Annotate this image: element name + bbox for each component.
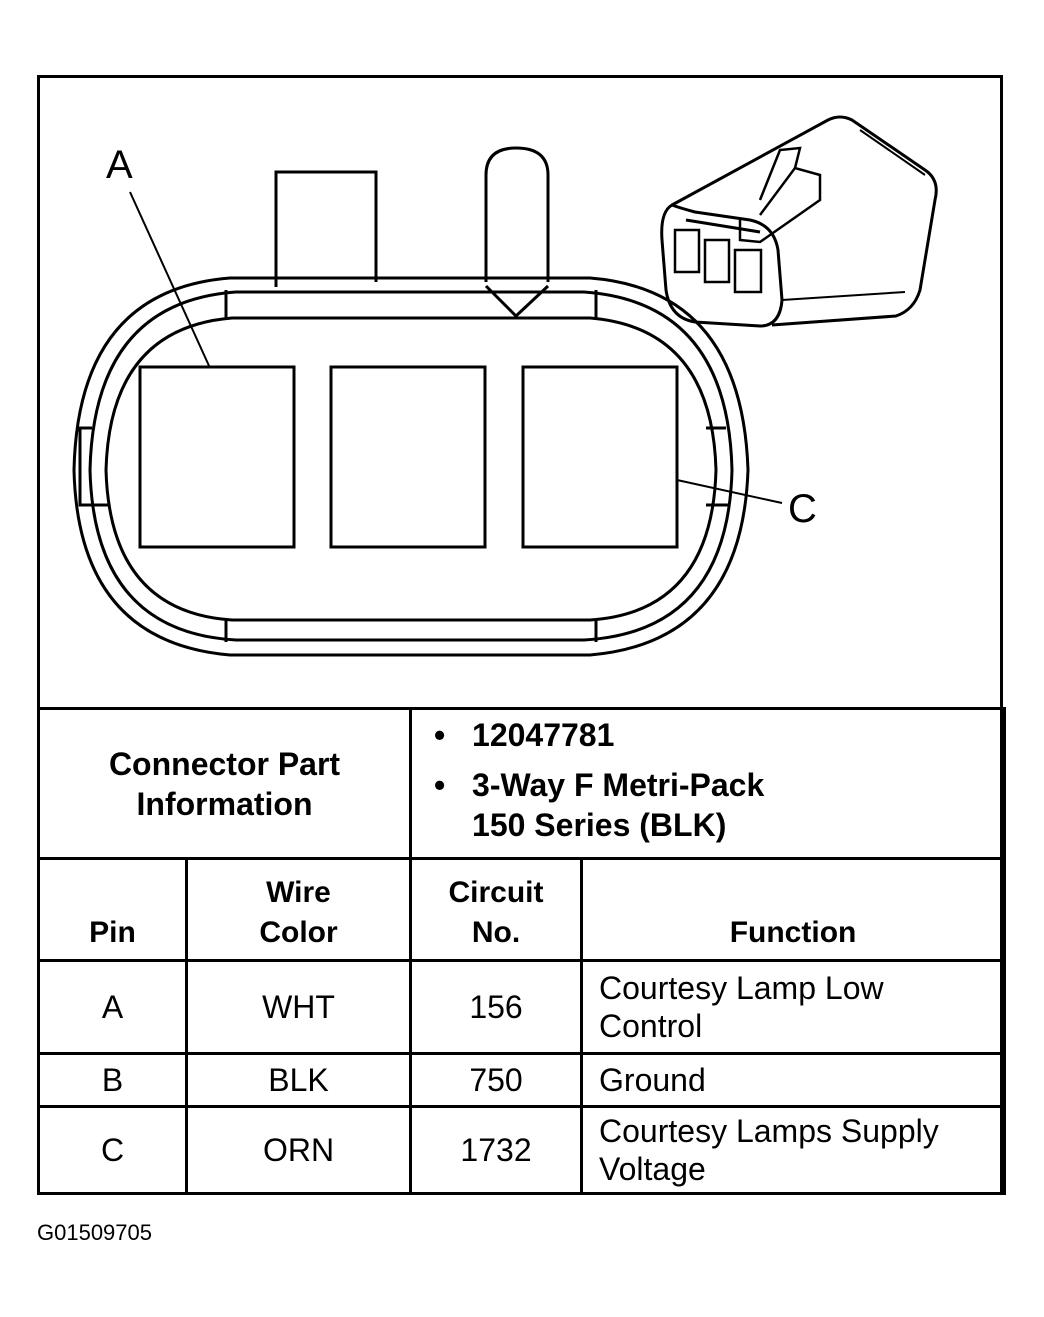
function-cell: Courtesy Lamps Supply Voltage — [580, 1105, 1007, 1195]
connector-inset-drawing — [660, 115, 938, 328]
cavity-c — [521, 365, 679, 549]
pin-cell: B — [37, 1052, 188, 1108]
figure-id: G01509705 — [37, 1220, 152, 1245]
connector-face — [104, 316, 718, 622]
function-cell: Ground — [580, 1052, 1007, 1108]
part-type-line1: 3-Way F Metri-Pack — [472, 766, 765, 803]
cavity-a — [138, 365, 296, 549]
table-row: A WHT 156 Courtesy Lamp Low Control — [37, 959, 1007, 1055]
connector-diagram: A C — [72, 115, 938, 657]
cavity-b — [329, 365, 487, 549]
part-info-label-line1: Connector Part — [108, 745, 341, 782]
part-type-line2: 150 Series (BLK) — [472, 806, 727, 843]
pin-label-a: A — [106, 143, 133, 187]
bullet-icon: • — [434, 716, 446, 753]
function-cell: Courtesy Lamp Low Control — [580, 959, 1007, 1055]
pin-cell: C — [37, 1105, 188, 1195]
connector-key-tab — [484, 146, 550, 282]
connector-housing-outer — [72, 276, 750, 657]
leader-line-c — [676, 479, 783, 504]
pin-label-c: C — [788, 487, 817, 531]
part-info-label: Connector Part Information — [36, 707, 413, 860]
connector-left-latch — [78, 426, 108, 507]
circuit-cell: 1732 — [409, 1105, 584, 1195]
wire-color-cell: BLK — [184, 1052, 413, 1108]
connector-housing-inner — [88, 290, 734, 642]
table-row: C ORN 1732 Courtesy Lamps Supply Voltage — [37, 1105, 1007, 1195]
table-row: B BLK 750 Ground — [37, 1052, 1007, 1108]
connector-info-table: Connector Part Information • 12047781 • 3-… — [36, 707, 1007, 1195]
connector-latch-tab — [274, 170, 378, 287]
circuit-cell: 156 — [409, 959, 584, 1055]
leader-line-a — [129, 191, 211, 369]
part-info-label-line2: Information — [136, 785, 313, 822]
bullet-icon: • — [434, 766, 446, 803]
header-wire-color: Wire Color — [184, 857, 413, 962]
header-pin: Pin — [37, 857, 188, 962]
wire-color-cell: WHT — [184, 959, 413, 1055]
pin-cell: A — [37, 959, 188, 1055]
header-circuit-no: Circuit No. — [409, 857, 584, 962]
part-number-item: • 12047781 — [434, 715, 1003, 755]
connector-right-latch — [706, 426, 730, 507]
circuit-cell: 750 — [409, 1052, 584, 1108]
header-function: Function — [580, 857, 1007, 962]
wire-color-cell: ORN — [184, 1105, 413, 1195]
part-number: 12047781 — [472, 716, 615, 753]
figure-frame — [37, 75, 1003, 1195]
